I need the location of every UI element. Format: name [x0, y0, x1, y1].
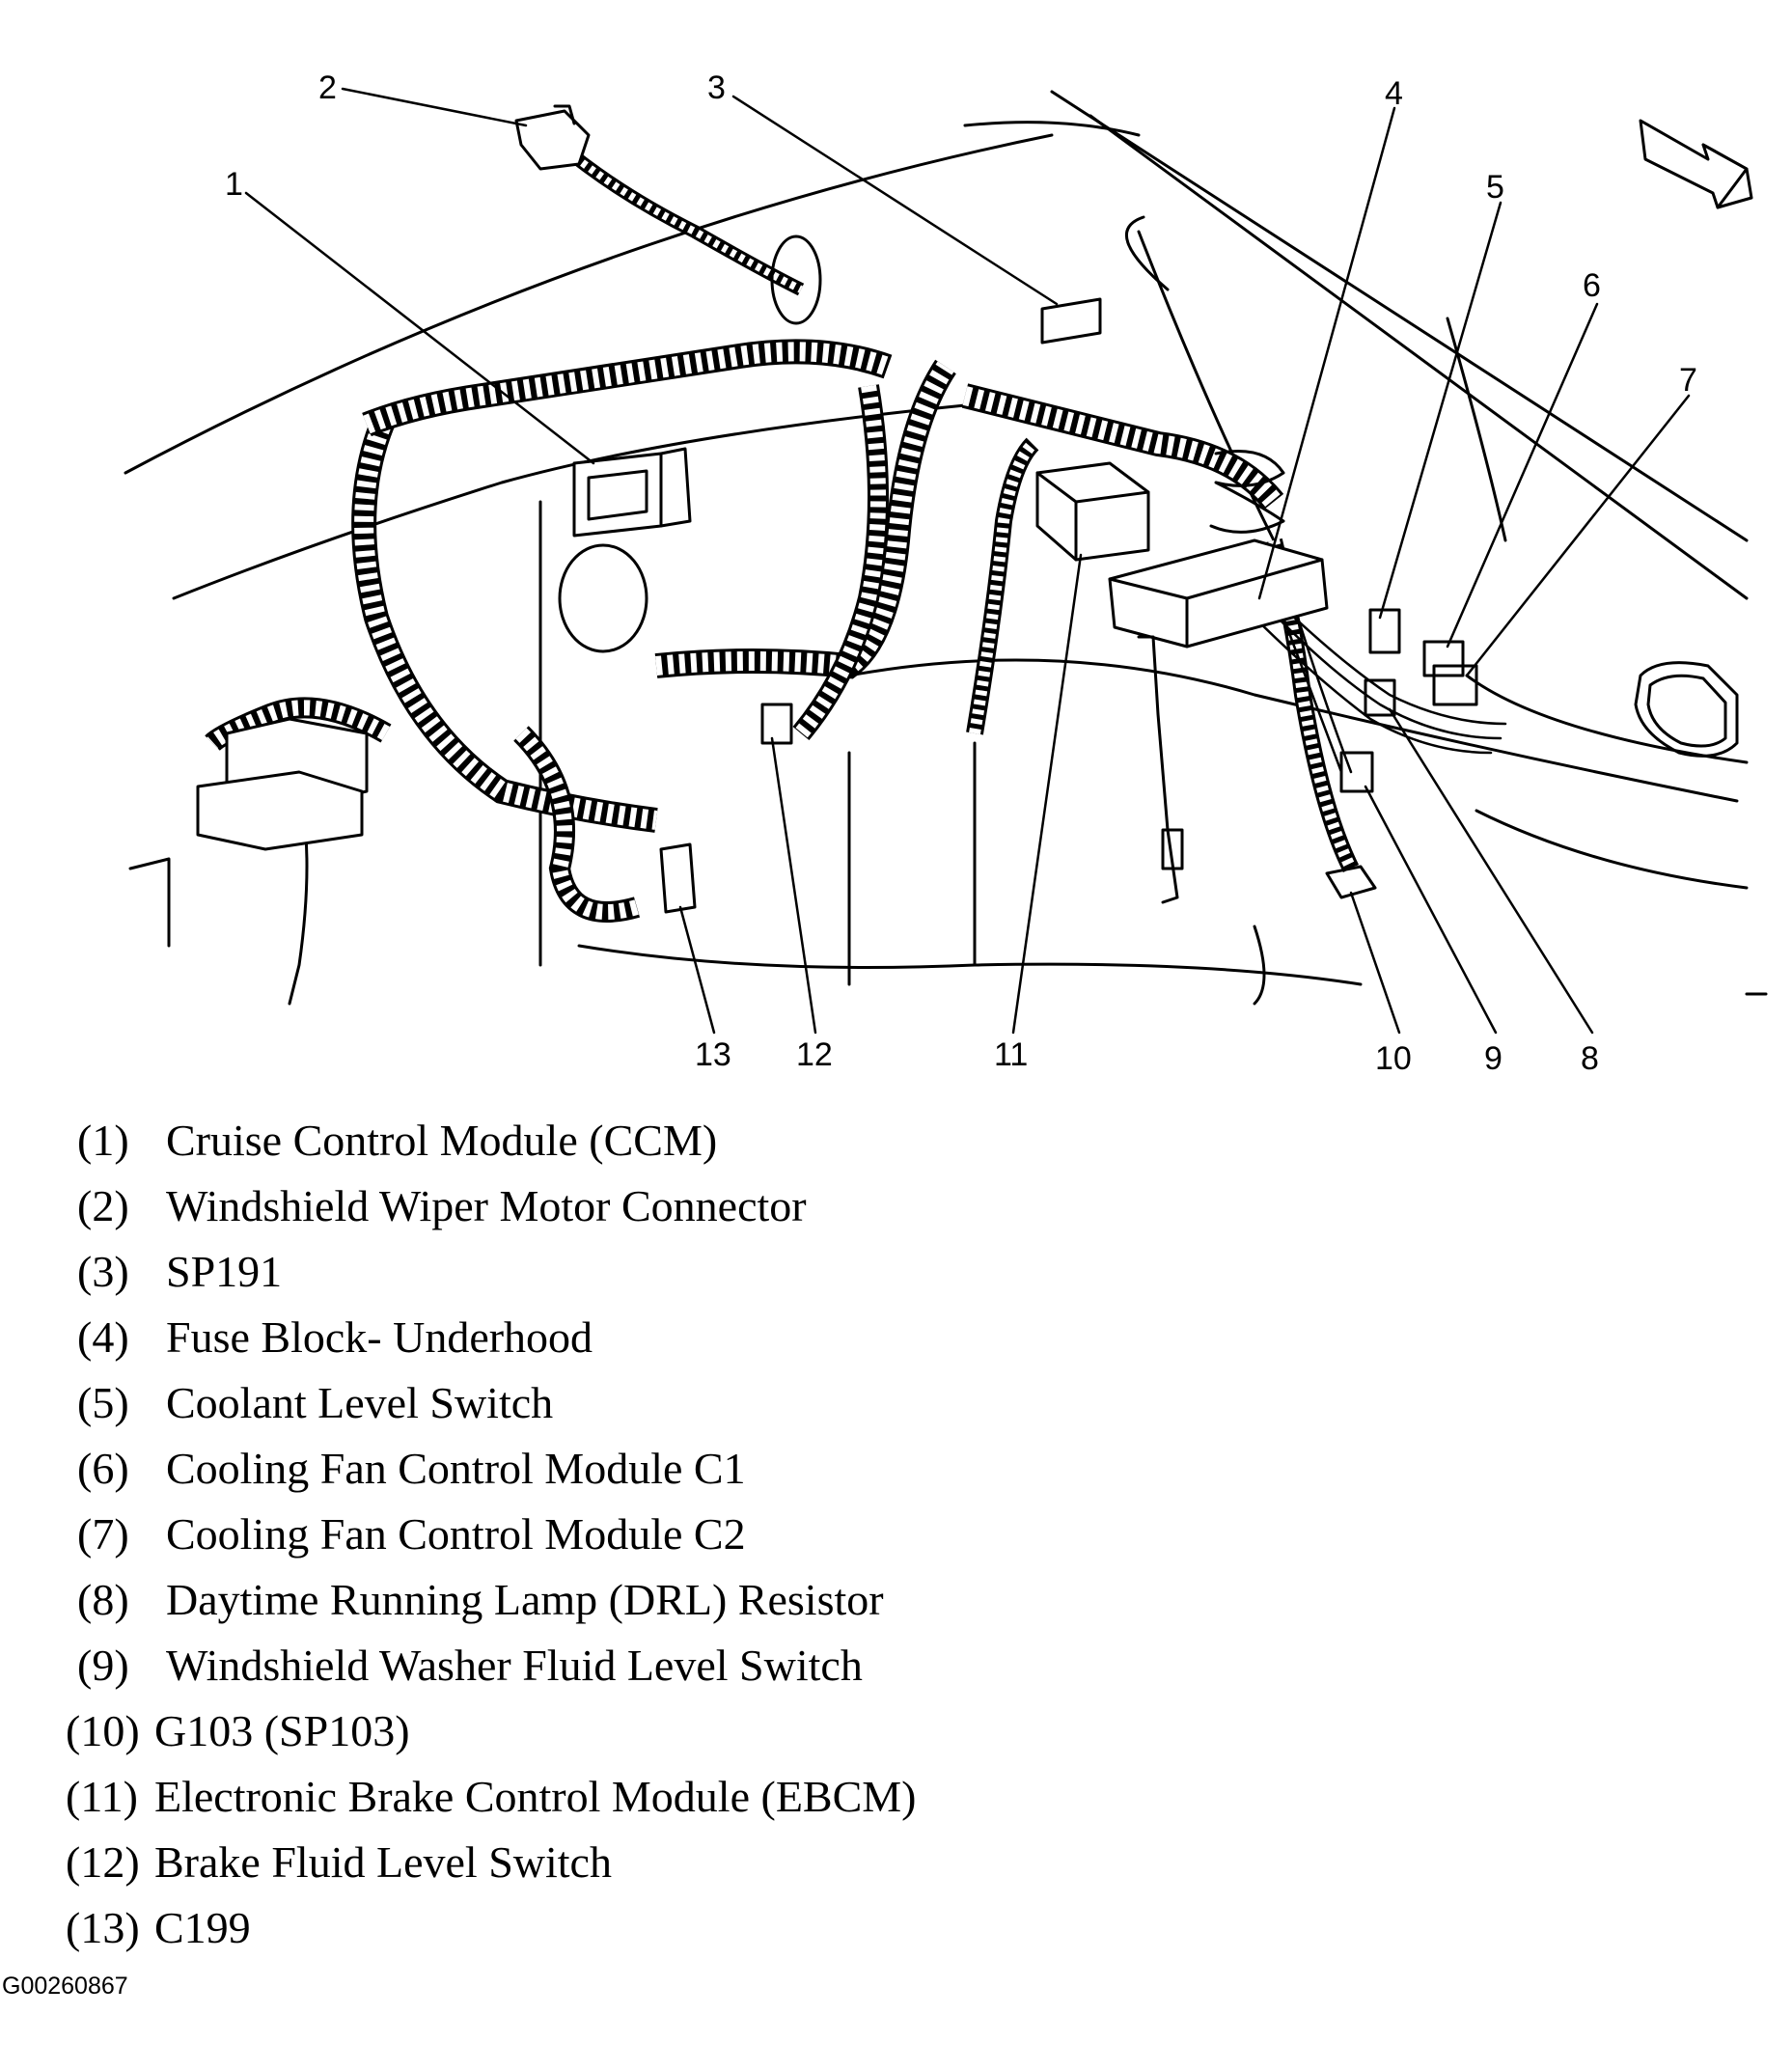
legend-number: (9): [77, 1641, 129, 1690]
legend-item: (8) Daytime Running Lamp (DRL) Resistor: [77, 1567, 1718, 1633]
callout-6: 6: [1583, 267, 1601, 304]
legend-text: Daytime Running Lamp (DRL) Resistor: [166, 1575, 884, 1624]
legend-item: (11) Electronic Brake Control Module (EBC…: [66, 1764, 1718, 1830]
components: [196, 104, 1478, 914]
legend-item: (6) Cooling Fan Control Module C1: [77, 1436, 1718, 1502]
legend-item: (9) Windshield Washer Fluid Level Switch: [77, 1633, 1718, 1698]
legend-number: (12): [66, 1837, 140, 1887]
callout-8: 8: [1581, 1040, 1599, 1077]
legend-number: (8): [77, 1575, 129, 1624]
legend-number: (3): [77, 1247, 129, 1296]
legend-item: (12) Brake Fluid Level Switch: [66, 1830, 1718, 1895]
legend-item: (3) SP191: [77, 1239, 1718, 1305]
legend-number: (6): [77, 1444, 129, 1493]
legend-number: (4): [77, 1312, 129, 1362]
legend-item: (7) Cooling Fan Control Module C2: [77, 1502, 1718, 1567]
callout-13: 13: [695, 1036, 731, 1073]
engine-compartment-illustration: 1 2 3 4 5 6 7 8 9 10 11 12 13: [124, 69, 1768, 1077]
callout-11: 11: [994, 1036, 1028, 1073]
callout-1: 1: [225, 166, 243, 203]
reservoir-cap: [1634, 661, 1739, 758]
vehicle-body-outline: [124, 90, 1768, 1006]
legend-text: G103 (SP103): [154, 1706, 410, 1755]
legend-text: Brake Fluid Level Switch: [154, 1837, 612, 1887]
legend-text: SP191: [166, 1247, 283, 1296]
legend-number: (10): [66, 1706, 140, 1755]
component-legend: (1) Cruise Control Module (CCM) (2) Windsh…: [66, 1108, 1718, 1961]
legend-text: Windshield Wiper Motor Connector: [166, 1181, 807, 1230]
legend-item: (5) Coolant Level Switch: [77, 1370, 1718, 1436]
legend-number: (2): [77, 1181, 129, 1230]
legend-text: Electronic Brake Control Module (EBCM): [154, 1772, 917, 1821]
callout-labels: 1 2 3 4 5 6 7 8 9 10 11 12 13: [225, 69, 1697, 1077]
callout-2: 2: [318, 69, 337, 106]
legend-text: Coolant Level Switch: [166, 1378, 554, 1427]
callout-12: 12: [796, 1036, 833, 1073]
figure-id: G00260867: [2, 1973, 128, 2000]
legend-number: (7): [77, 1509, 129, 1559]
callout-3: 3: [707, 69, 726, 106]
legend-text: Fuse Block- Underhood: [166, 1312, 593, 1362]
callout-leaders: [244, 87, 1691, 1035]
callout-4: 4: [1385, 75, 1403, 112]
legend-number: (5): [77, 1378, 129, 1427]
callout-10: 10: [1375, 1040, 1412, 1077]
legend-item: (1) Cruise Control Module (CCM): [77, 1108, 1718, 1173]
legend-text: Cruise Control Module (CCM): [166, 1116, 718, 1165]
legend-number: (13): [66, 1903, 140, 1952]
legend-item: (2) Windshield Wiper Motor Connector: [77, 1173, 1718, 1239]
legend-number: (11): [66, 1772, 138, 1821]
callout-5: 5: [1486, 169, 1504, 206]
legend-item: (10) G103 (SP103): [66, 1698, 1718, 1764]
direction-arrow-icon: [1639, 119, 1753, 209]
legend-item: (4) Fuse Block- Underhood: [77, 1305, 1718, 1370]
callout-9: 9: [1484, 1040, 1503, 1077]
callout-7: 7: [1679, 362, 1697, 399]
legend-text: Windshield Washer Fluid Level Switch: [166, 1641, 863, 1690]
legend-item: (13) C199: [66, 1895, 1718, 1961]
legend-text: Cooling Fan Control Module C2: [166, 1509, 746, 1559]
legend-number: (1): [77, 1116, 129, 1165]
legend-text: Cooling Fan Control Module C1: [166, 1444, 746, 1493]
legend-text: C199: [154, 1903, 251, 1952]
